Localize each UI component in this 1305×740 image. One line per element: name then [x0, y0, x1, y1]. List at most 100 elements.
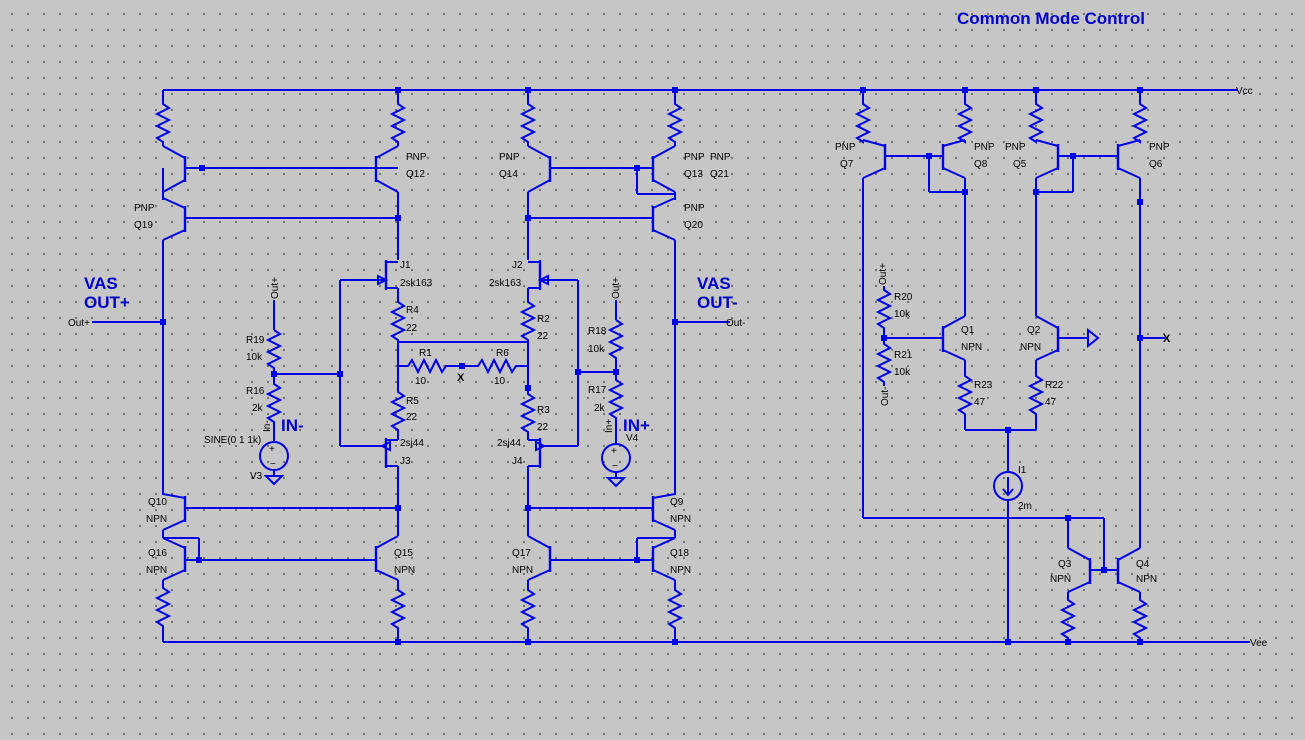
- junction-dots: [160, 87, 1143, 645]
- r3-name: R3: [537, 405, 550, 416]
- q15-name: Q15: [394, 548, 413, 559]
- r4-name: R4: [406, 305, 419, 316]
- q12-type: PNP: [406, 152, 427, 163]
- r22-value: 47: [1045, 397, 1057, 408]
- r6-name: R6: [496, 348, 509, 359]
- j1-part: 2sk163: [400, 278, 433, 289]
- j4-part: 2sj44: [497, 438, 521, 449]
- j4-name: J4: [512, 456, 523, 467]
- q16-type: NPN: [146, 565, 167, 576]
- r19-value: 10k: [246, 352, 263, 363]
- q10-name: Q10: [148, 497, 167, 508]
- out-plus-top2-label: Out+: [611, 277, 622, 299]
- q20-name: Q20: [684, 220, 703, 231]
- q18-name: Q18: [670, 548, 689, 559]
- q17-type: NPN: [512, 565, 533, 576]
- ground-icon: [263, 475, 285, 486]
- q1-type: NPN: [961, 342, 982, 353]
- left-bottom-section: Q10 NPN Q16 NPN Q15 NPN: [146, 493, 415, 642]
- in-minus-label: IN-: [281, 416, 304, 435]
- q3-name: Q3: [1058, 559, 1072, 570]
- v3-name: V3: [250, 471, 263, 482]
- arrow-down-icon: [1002, 488, 1014, 497]
- q14-name: Q14: [499, 169, 518, 180]
- j3-part: 2sj44: [400, 438, 424, 449]
- r16-value: 2k: [252, 403, 264, 414]
- r3-value: 22: [537, 422, 549, 433]
- r5-name: R5: [406, 396, 419, 407]
- v3-minus-sign: −: [270, 459, 276, 470]
- q14-type: PNP: [499, 152, 520, 163]
- vas-out-plus-line1: VAS: [84, 274, 118, 293]
- out-plus-top-label: Out+: [270, 277, 281, 299]
- vas-out-minus-line1: VAS: [697, 274, 731, 293]
- out-minus-r21-label: Out-: [880, 387, 891, 406]
- right-top-section: PNP Q14 PNP Q13 PNP Q21 PNP Q20: [499, 90, 731, 495]
- right-bottom-section: Q9 NPN Q17 NPN Q18 NPN: [512, 493, 691, 642]
- q7-type: PNP: [835, 142, 856, 153]
- q13-name: Q13: [684, 169, 703, 180]
- left-top-section: PNP Q12 PNP Q19: [134, 90, 427, 495]
- j1-name: J1: [400, 260, 411, 271]
- q7-name: Q7: [840, 159, 854, 170]
- r17-name: R17: [588, 385, 607, 396]
- q4-name: Q4: [1136, 559, 1150, 570]
- v4-name: V4: [626, 433, 639, 444]
- v4-plus-sign: +: [611, 446, 617, 457]
- q13-type: PNP: [684, 152, 705, 163]
- net-x-right: X: [1163, 333, 1171, 345]
- vas-out-plus-line2: OUT+: [84, 293, 130, 312]
- v4-minus-sign: −: [612, 461, 618, 472]
- common-mode-section: PNP Q7 PNP Q8 PNP Q5 PNP Q6 X Out+: [835, 90, 1171, 642]
- q17-name: Q17: [512, 548, 531, 559]
- q9-type: NPN: [670, 514, 691, 525]
- q10-type: NPN: [146, 514, 167, 525]
- r23-value: 47: [974, 397, 986, 408]
- r19-name: R19: [246, 335, 265, 346]
- in-minus-network: Out+ R19 10k R16 2k In- IN- + − SINE(0 1…: [204, 277, 340, 486]
- q6-type: PNP: [1149, 142, 1170, 153]
- r18-value: 10k: [588, 344, 605, 355]
- r20-value: 10k: [894, 309, 911, 320]
- q5-name: Q5: [1013, 159, 1027, 170]
- v3-value: SINE(0 1 1k): [204, 435, 261, 446]
- q12-name: Q12: [406, 169, 425, 180]
- common-mode-control-title: Common Mode Control: [957, 9, 1145, 28]
- vee-label: Vee: [1250, 638, 1268, 649]
- ground-icon: [605, 477, 627, 488]
- q8-type: PNP: [974, 142, 995, 153]
- j2-name: J2: [512, 260, 523, 271]
- out-minus-net-label: Out-: [726, 318, 745, 329]
- q15-type: NPN: [394, 565, 415, 576]
- q8-name: Q8: [974, 159, 988, 170]
- vcc-rail: Vcc: [163, 86, 1253, 97]
- j3-name: J3: [400, 456, 411, 467]
- q5-type: PNP: [1005, 142, 1026, 153]
- jfet-stage: J1 2sk163 R4 22 J2 2sk163 R2 22 R1 10 R6…: [339, 260, 579, 508]
- q21-type: PNP: [710, 152, 731, 163]
- q4-type: NPN: [1136, 574, 1157, 585]
- r2-value: 22: [537, 331, 549, 342]
- r2-name: R2: [537, 314, 550, 325]
- q3-type: NPN: [1050, 574, 1071, 585]
- q21-name: Q21: [710, 169, 729, 180]
- i1-value: 2m: [1018, 501, 1032, 512]
- r21-name: R21: [894, 350, 913, 361]
- r1-name: R1: [419, 348, 432, 359]
- q16-name: Q16: [148, 548, 167, 559]
- q1-name: Q1: [961, 325, 975, 336]
- net-x-center: X: [457, 372, 465, 384]
- r4-value: 22: [406, 323, 418, 334]
- i1-name: I1: [1018, 465, 1027, 476]
- in-plus-network: Out+ R18 10k R17 2k In+ IN+ + − V4: [578, 277, 650, 488]
- r6-value: 10: [494, 376, 506, 387]
- in-plus-net-label: In+: [604, 419, 615, 433]
- q19-name: Q19: [134, 220, 153, 231]
- r1-value: 10: [415, 376, 427, 387]
- vas-out-minus-line2: OUT-: [697, 293, 738, 312]
- q6-name: Q6: [1149, 159, 1163, 170]
- j2-part: 2sk163: [489, 278, 522, 289]
- q18-type: NPN: [670, 565, 691, 576]
- ground-arrow-icon: [1087, 327, 1100, 349]
